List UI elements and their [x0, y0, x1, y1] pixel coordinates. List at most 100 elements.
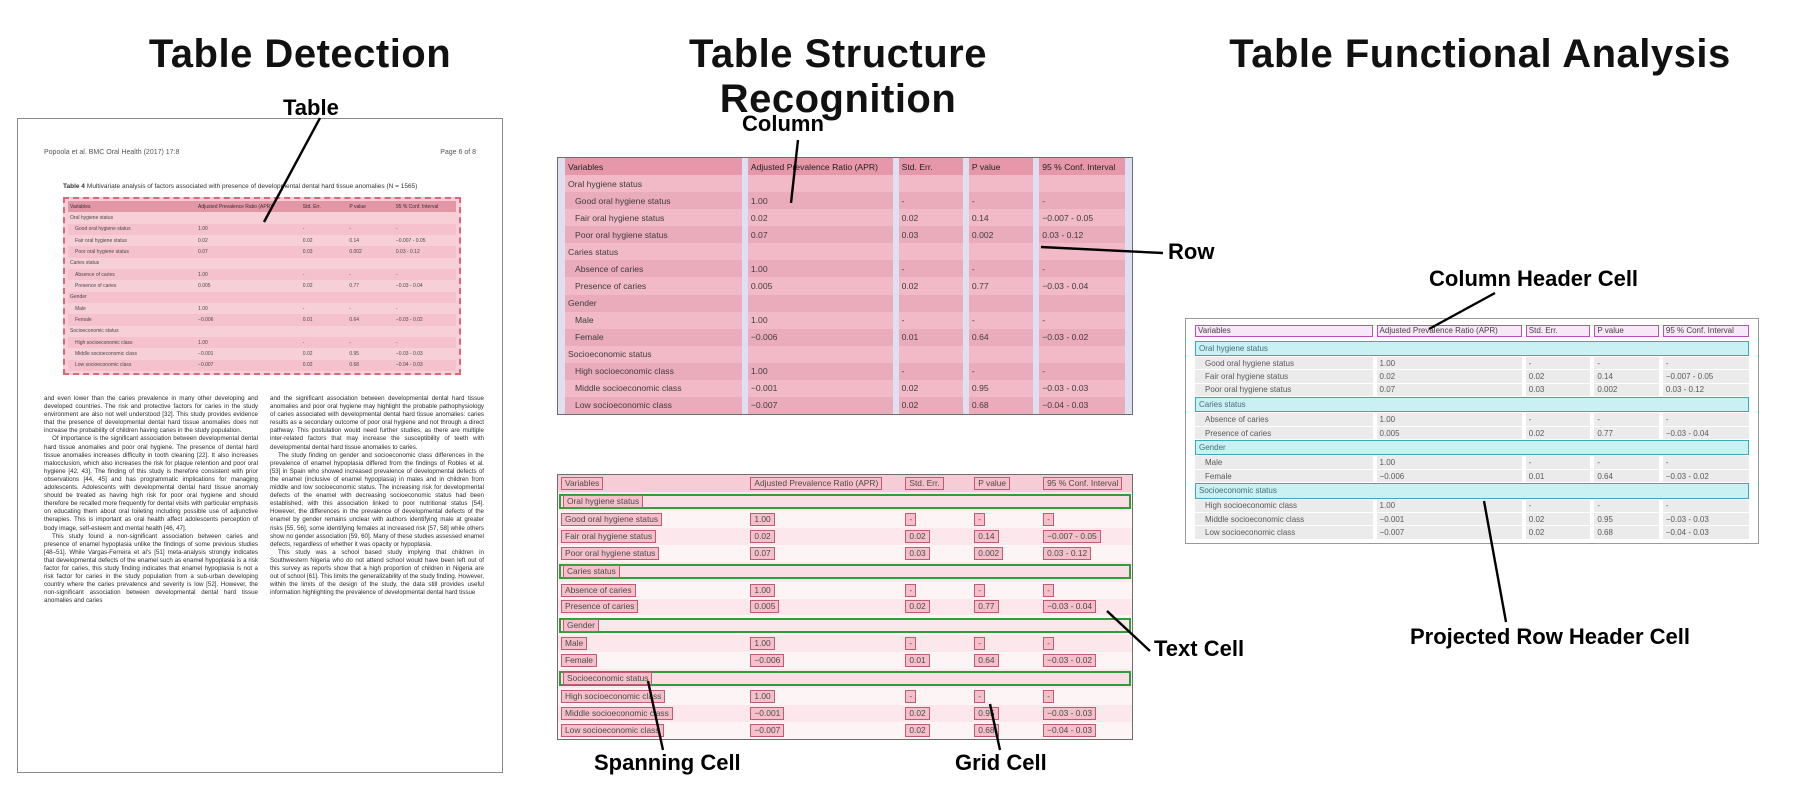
table-cell: Absence of caries [565, 260, 742, 278]
table-cell [347, 291, 394, 303]
grid-cell: 0.03 [902, 545, 971, 562]
table-cell: Presence of caries [75, 282, 117, 289]
table-cell: Good oral hygiene status [1195, 356, 1373, 370]
grid-cell: Absence of caries [558, 582, 747, 599]
annotation-projected-row-header-cell-label: Projected Row Header Cell [1410, 624, 1690, 649]
table-cell: −0.04 - 0.03 [1662, 526, 1749, 539]
text-cell-box: - [905, 690, 917, 704]
table-cell: 1.00 [198, 305, 208, 312]
table-cell: 0.02 [1376, 370, 1522, 383]
table-cell [747, 345, 893, 363]
body-paragraph: and the significant association between … [270, 395, 484, 451]
table-cell: Fair oral hygiene status [565, 209, 742, 227]
body-paragraph: This study found a non-significant assoc… [44, 532, 258, 605]
table-cell: −0.006 [747, 328, 893, 346]
table-cell: - [1039, 362, 1125, 380]
projected-row-header-cell: Oral hygiene status [1195, 340, 1749, 356]
text-cell-box: 0.01 [905, 653, 930, 667]
grid-cell: −0.006 [747, 652, 902, 669]
table-cell: −0.007 [196, 359, 301, 371]
grid-cell: - [1040, 582, 1132, 599]
table-cell: 0.07 [747, 226, 893, 244]
section-row: Caries status [1195, 397, 1749, 413]
text-cell-box: Gender [563, 618, 599, 632]
annotation-spanning-cell-label: Spanning Cell [594, 750, 741, 775]
text-cell-box: Absence of caries [561, 583, 636, 597]
column-header-box: P value [1594, 325, 1659, 338]
table-cell: - [347, 336, 394, 349]
table-cell: Male [1195, 456, 1373, 469]
table-cell: - [393, 336, 456, 349]
table-cell [898, 294, 963, 312]
table-cell: 0.02 [898, 396, 963, 414]
section-row: Gender [68, 291, 456, 303]
table-cell: - [898, 362, 963, 380]
section-label-cell: Socioeconomic status [565, 345, 742, 363]
grid-cell: Middle socioeconomic class [558, 705, 747, 722]
grid-cell: 1.00 [747, 511, 902, 528]
table-cell: Poor oral hygiene status [1195, 383, 1373, 397]
table-cell: - [1594, 499, 1659, 512]
table-cell: −0.007 - 0.05 [1039, 209, 1125, 227]
table-cell: - [393, 223, 456, 235]
grid-cell: −0.001 [747, 705, 902, 722]
table-cell: 0.02 [898, 379, 963, 397]
text-cell-box: Good oral hygiene status [561, 513, 663, 527]
table-cell: Female [68, 314, 197, 326]
table-cell: Presence of caries [1195, 426, 1373, 440]
table-cell: 0.77 [349, 282, 360, 289]
spanning-cell-box: Oral hygiene status [559, 494, 1131, 510]
table-cell: 0.02 [1525, 426, 1591, 440]
section-row: Caries status [68, 258, 456, 269]
table-cell: −0.03 - 0.04 [1039, 277, 1125, 295]
grid-cell: Presence of caries [558, 599, 747, 616]
table-cell [898, 345, 963, 363]
section-row: Oral hygiene status [68, 212, 456, 223]
table-cell: 0.005 [1376, 426, 1522, 440]
grid-cell: 0.77 [971, 599, 1040, 616]
table-cell: −0.03 - 0.02 [1662, 469, 1749, 483]
grid-cell: - [902, 635, 971, 652]
table-cell: 1.00 [1376, 356, 1522, 370]
table-cell: - [1594, 356, 1659, 370]
grid-cell: - [1040, 511, 1132, 528]
table-cell: −0.007 - 0.05 [1662, 370, 1749, 383]
table-cell: −0.04 - 0.03 [1039, 396, 1125, 414]
grid-cell: - [971, 582, 1040, 599]
annotation-column-label: Column [742, 111, 824, 136]
text-cell-box: −0.03 - 0.04 [1043, 600, 1097, 614]
table-cell: Absence of caries [68, 268, 197, 281]
table-cell: 0.02 [898, 277, 963, 295]
grid-cell: - [971, 635, 1040, 652]
column-header-cell: 95 % Conf. Interval [1662, 323, 1749, 340]
table-cell: 0.14 [968, 209, 1034, 227]
column-header-cell: Variables [565, 158, 742, 176]
table-cell: −0.03 - 0.04 [395, 282, 423, 289]
section-row: Gender [558, 615, 1132, 635]
grid-cell: Good oral hygiene status [558, 511, 747, 528]
spanning-cell-box: Caries status [559, 564, 1131, 580]
text-cell-box: 1.00 [750, 690, 775, 704]
table-cell: 1.00 [1376, 499, 1522, 512]
table-caption-label: Table 4 [63, 183, 85, 190]
table-cell: - [1594, 456, 1659, 469]
grid-cell: 0.95 [971, 705, 1040, 722]
table-cell: 0.03 - 0.12 [1662, 383, 1749, 397]
header-cell-box: Std. Err. [905, 476, 944, 490]
column-header-box: Std. Err. [1525, 325, 1591, 338]
table-cell: - [1525, 356, 1591, 370]
table-cell: 0.03 [898, 226, 963, 244]
body-text-column-2: and the significant association between … [270, 395, 484, 597]
